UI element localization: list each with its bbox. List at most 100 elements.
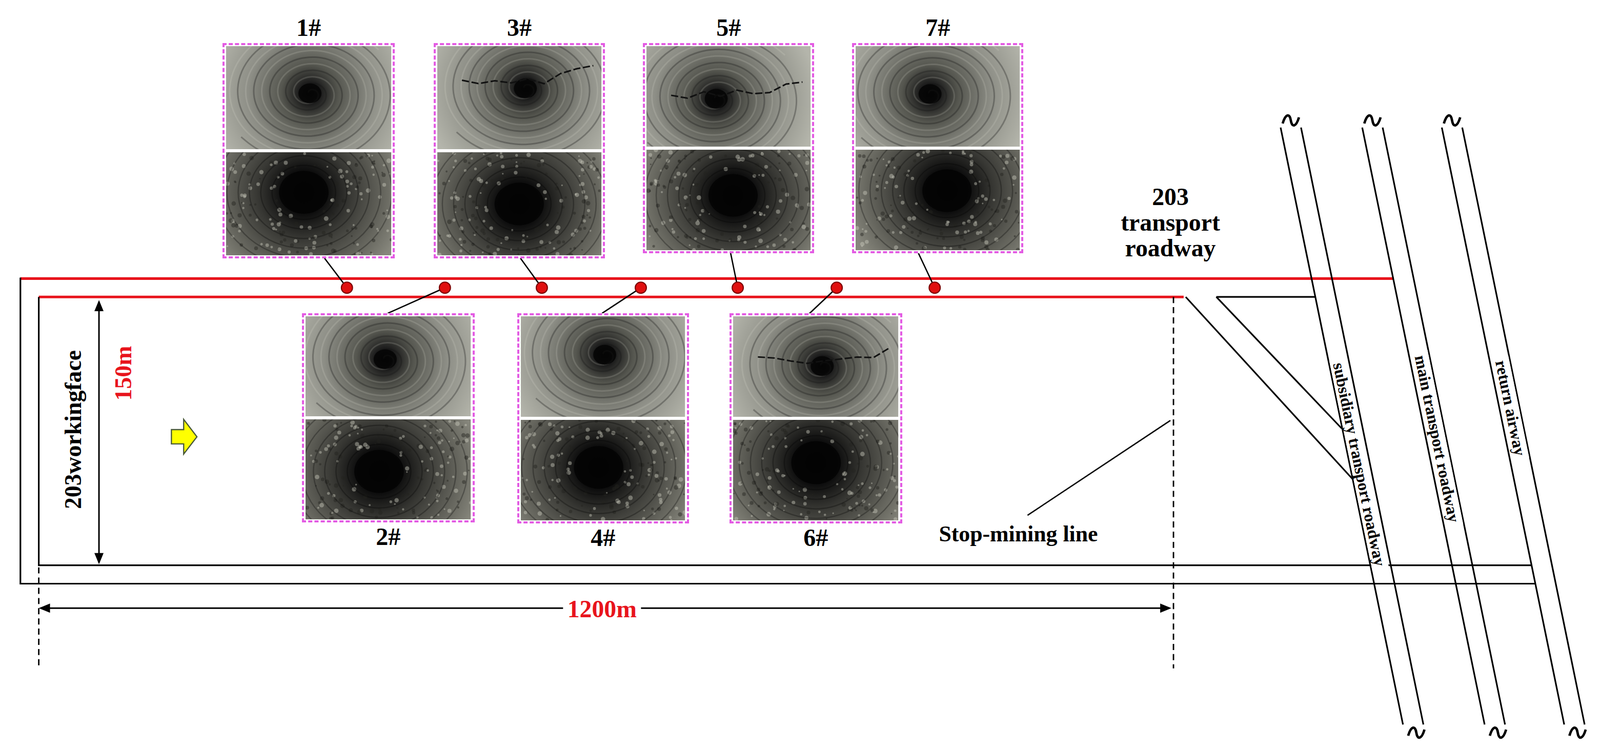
rock-grain	[532, 443, 535, 447]
rock-grain	[539, 239, 544, 245]
borehole-ring	[892, 149, 1002, 237]
rock-grain	[453, 488, 458, 493]
rock-grain	[550, 454, 555, 459]
rock-grain	[743, 427, 748, 432]
rock-grain	[557, 437, 562, 441]
borehole-ring	[858, 149, 1020, 251]
rock-grain	[885, 468, 889, 471]
borehole-photo	[305, 316, 471, 417]
rock-grain	[305, 505, 310, 511]
rock-grain	[569, 444, 572, 448]
rock-grain	[226, 245, 229, 248]
rock-grain	[314, 474, 320, 480]
rock-grain	[683, 493, 685, 496]
rock-grain	[882, 158, 885, 160]
borehole-spiral	[855, 46, 1003, 147]
rock-grain	[499, 154, 504, 159]
rock-grain	[670, 430, 675, 435]
rock-grain	[684, 206, 686, 209]
borehole-dot	[928, 281, 941, 294]
rock-grain	[488, 224, 492, 227]
rock-grain	[593, 183, 596, 186]
rock-grain	[382, 182, 387, 187]
leader-line	[387, 287, 445, 314]
rock-grain	[283, 160, 288, 165]
rock-grain	[586, 208, 591, 212]
rock-grain	[418, 444, 424, 450]
rock-grain	[874, 196, 877, 200]
rock-grain	[1004, 219, 1008, 223]
rock-grain	[481, 251, 484, 253]
rock-grain	[873, 466, 878, 471]
rock-grain	[841, 441, 844, 444]
rock-grain	[733, 421, 737, 425]
rock-grain	[822, 495, 826, 499]
rock-grain	[270, 245, 273, 249]
rock-grain	[758, 238, 763, 243]
rock-grain	[926, 228, 929, 231]
rock-grain	[270, 222, 274, 226]
rock-grain	[976, 231, 980, 235]
borehole-spiral	[532, 316, 685, 417]
rock-grain	[681, 187, 685, 190]
rock-grain	[900, 200, 905, 205]
borehole-number: 6#	[711, 525, 921, 551]
rock-grain	[513, 163, 516, 167]
rock-grain	[782, 428, 787, 433]
rock-grain	[657, 479, 660, 482]
rock-grain	[544, 246, 546, 249]
rock-grain	[616, 427, 621, 432]
rock-grain	[561, 239, 565, 243]
rock-grain	[454, 159, 457, 162]
rock-grain	[653, 149, 659, 153]
dimension-arrow	[94, 299, 104, 312]
rock-grain	[560, 474, 565, 479]
rock-grain	[869, 420, 873, 423]
rock-grain	[320, 477, 325, 482]
rock-grain	[323, 215, 329, 221]
borehole-core	[373, 349, 397, 370]
roadway-label: main transport roadway	[1410, 349, 1464, 528]
rock-grain	[856, 485, 860, 490]
borehole-dot	[635, 281, 647, 294]
rock-grain	[783, 504, 786, 508]
rock-grain	[524, 421, 527, 424]
rock-grain	[597, 176, 600, 179]
rock-grain	[588, 216, 592, 219]
rock-grain	[256, 181, 260, 186]
borehole-spiral	[305, 316, 458, 417]
borehole-ring	[566, 440, 631, 495]
rock-grain	[585, 200, 591, 206]
borehole-ring	[869, 149, 1020, 251]
rock-grain	[440, 474, 444, 477]
borehole-photos	[435, 45, 603, 257]
rock-grain	[479, 191, 482, 194]
rock-grain	[407, 492, 410, 496]
rock-grain	[890, 209, 895, 213]
rock-grain	[542, 439, 546, 443]
rock-grain	[790, 227, 794, 232]
borehole-photos	[854, 45, 1022, 252]
rock-grain	[401, 446, 405, 450]
branch-roadway	[1185, 296, 1353, 480]
rock-grain	[426, 469, 430, 472]
rock-grain	[428, 503, 431, 506]
rock-grain	[294, 221, 298, 226]
rock-grain	[559, 515, 562, 517]
rock-grain	[868, 503, 871, 506]
roadway-label: return airway	[1491, 354, 1530, 462]
rock-grain	[734, 422, 737, 425]
rock-grain	[275, 198, 278, 202]
rock-grain	[327, 210, 329, 213]
rock-grain	[302, 152, 307, 156]
photo-ground	[437, 152, 602, 256]
rock-grain	[882, 469, 885, 472]
rock-grain	[334, 451, 339, 456]
borehole-ring	[544, 421, 654, 514]
borehole-image-frame: 7#	[852, 43, 1024, 254]
rock-grain	[329, 516, 334, 520]
borehole-image-frame: 5#	[642, 43, 815, 254]
rock-grain	[446, 479, 449, 482]
rock-grain	[652, 244, 656, 248]
rock-grain	[350, 424, 353, 428]
